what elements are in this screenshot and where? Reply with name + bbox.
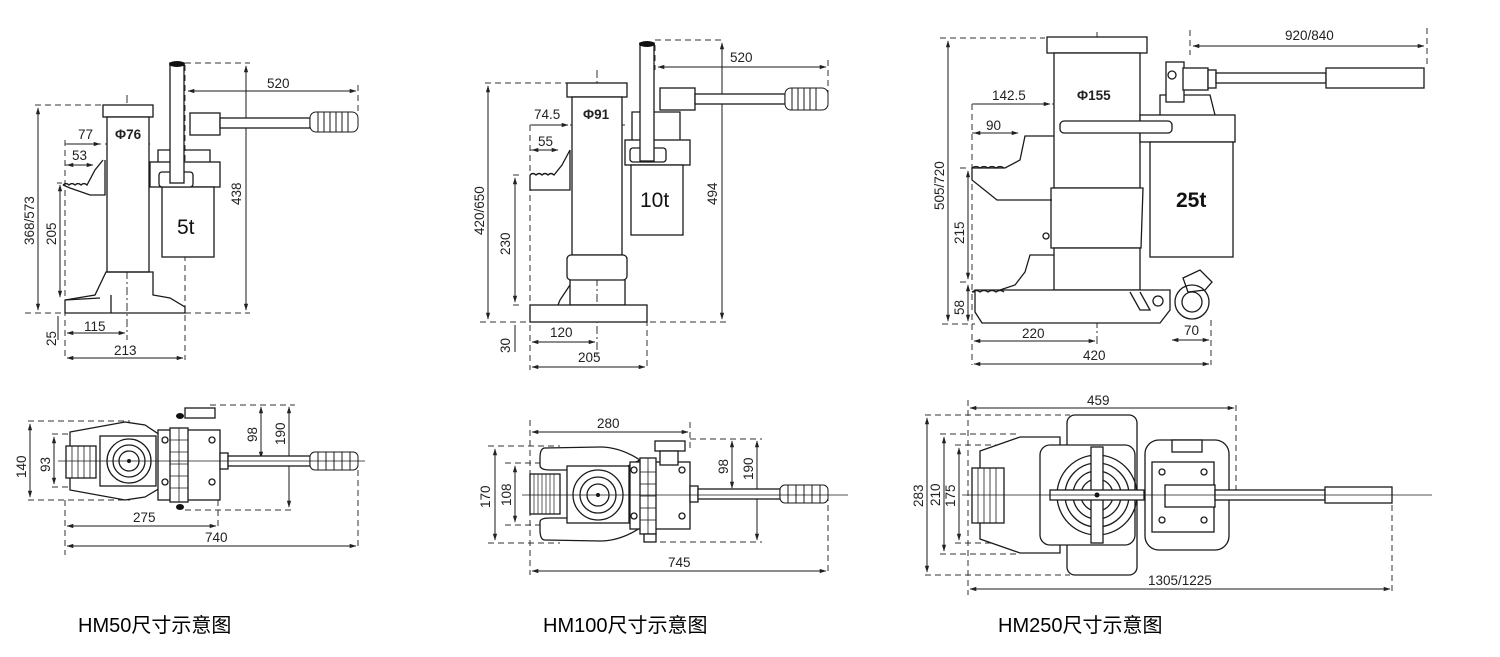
hm100-dim-body-length: 280 — [597, 416, 620, 431]
hm250-dim-valve-offset: 70 — [1184, 323, 1199, 338]
hm50-dim-pump-width: 190 — [273, 422, 288, 445]
hm50-reservoir — [161, 186, 215, 258]
hm250-dim-toe-width: 175 — [943, 484, 958, 507]
hm50-side-view: 520 438 368/573 205 25 77 Φ76 53 115 213… — [22, 61, 359, 361]
hm250-dim-toe-height: 215 — [952, 221, 967, 244]
hm50-dim-total-length: 740 — [205, 530, 228, 545]
hm250-dim-handle-length: 920/840 — [1285, 28, 1334, 43]
hm50-dim-body-length: 275 — [133, 510, 156, 525]
hm50-dim-toe-width: 93 — [38, 457, 53, 472]
hm100-dim-ram-diameter: Φ91 — [583, 107, 610, 122]
hm250-dim-total-length: 1305/1225 — [1148, 573, 1212, 588]
hm100-dim-total-height: 494 — [705, 182, 720, 205]
hm100-dim-lift-height: 420/650 — [472, 186, 487, 235]
hm50-caption: HM50尺寸示意图 — [78, 614, 231, 637]
hm100-capacity-label: 10t — [640, 189, 669, 212]
hm100-top-view: 170 108 98 190 280 745 — [478, 416, 848, 575]
hm50-handle-grip — [309, 111, 359, 133]
hm100-dim-handle-length: 520 — [730, 50, 753, 65]
hm100-handle-grip — [784, 87, 829, 111]
hm100-pump-lever — [639, 42, 655, 162]
hm250-reservoir — [1149, 141, 1234, 258]
hm50-dim-pump-offset: 98 — [245, 427, 260, 442]
hm250-dim-body-length: 459 — [1087, 393, 1110, 408]
hm50-dim-base-thickness: 25 — [44, 331, 59, 346]
hm50-dim-total-width: 140 — [14, 455, 29, 478]
hm250-handle-grip — [1325, 67, 1425, 89]
hm50-dim-center-distance: 115 — [84, 319, 106, 334]
hm50-dim-base-length: 213 — [114, 343, 137, 358]
hm50-capacity-label: 5t — [177, 216, 195, 239]
hm250-capacity-label: 25t — [1176, 189, 1206, 212]
hm250-dim-base-length: 420 — [1083, 348, 1106, 363]
hm50-top-view: 140 93 98 190 275 740 — [14, 404, 365, 555]
hm100-dim-total-width: 170 — [478, 485, 493, 508]
hm100-dim-base-length: 205 — [578, 350, 601, 365]
hm250-dim-toe-offset: 142.5 — [992, 88, 1026, 103]
hm100-dim-total-length: 745 — [668, 555, 691, 570]
hm50-dim-ram-diameter: Φ76 — [115, 127, 142, 142]
hm100-dim-toe-depth: 55 — [538, 134, 553, 149]
hm50-dim-handle-length: 520 — [267, 76, 290, 91]
hm250-dim-total-width: 283 — [911, 484, 926, 507]
hm250-dim-toe-depth: 90 — [986, 118, 1001, 133]
hm250-dim-base-thickness: 58 — [952, 300, 967, 315]
hm250-caption: HM250尺寸示意图 — [998, 614, 1162, 637]
hm50-pump-lever — [169, 62, 185, 184]
hm50-dim-toe-depth: 53 — [72, 148, 87, 163]
hm100-dim-base-thickness: 30 — [498, 338, 513, 353]
hm100-dim-toe-height: 230 — [498, 232, 513, 255]
hm50-dim-total-height: 438 — [229, 182, 244, 205]
hm250-top-view: 283 210 175 459 1305/1225 — [911, 393, 1432, 595]
hm50-dim-toe-offset: 77 — [78, 127, 93, 142]
hm50-dim-lift-height: 368/573 — [22, 196, 37, 245]
hm100-reservoir — [630, 164, 684, 236]
hm250-dim-center-distance: 220 — [1022, 326, 1045, 341]
hm100-dim-toe-width: 108 — [499, 483, 514, 506]
hm250-dim-lift-height: 505/720 — [932, 161, 947, 210]
hm100-caption: HM100尺寸示意图 — [543, 614, 707, 637]
hm100-dim-pump-width: 190 — [741, 457, 756, 480]
hm250-dim-ram-diameter: Φ155 — [1077, 88, 1111, 103]
hm100-dim-center-distance: 120 — [550, 325, 573, 340]
hm100-dim-toe-offset: 74.5 — [534, 107, 560, 122]
hm250-side-view: 920/840 505/720 215 58 142.5 Φ155 90 220… — [932, 28, 1428, 367]
hm50-dim-toe-height: 205 — [44, 222, 59, 245]
hm250-dim-mid-width: 210 — [928, 483, 943, 506]
hm100-side-view: 520 494 420/650 230 30 74.5 Φ91 55 120 2… — [472, 39, 829, 370]
hm100-dim-pump-offset: 98 — [716, 459, 731, 474]
